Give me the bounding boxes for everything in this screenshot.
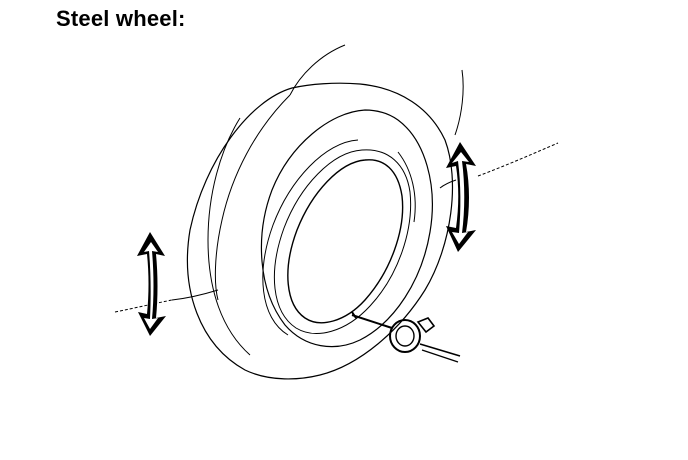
page-title: Steel wheel: — [56, 6, 186, 31]
wheel-rim-icon — [262, 139, 416, 336]
car-body-outline — [114, 44, 559, 313]
double-arrow-left-icon — [137, 232, 166, 336]
tire-icon — [171, 82, 454, 380]
double-arrow-right-icon — [446, 142, 476, 252]
dial-indicator-icon — [351, 311, 461, 363]
